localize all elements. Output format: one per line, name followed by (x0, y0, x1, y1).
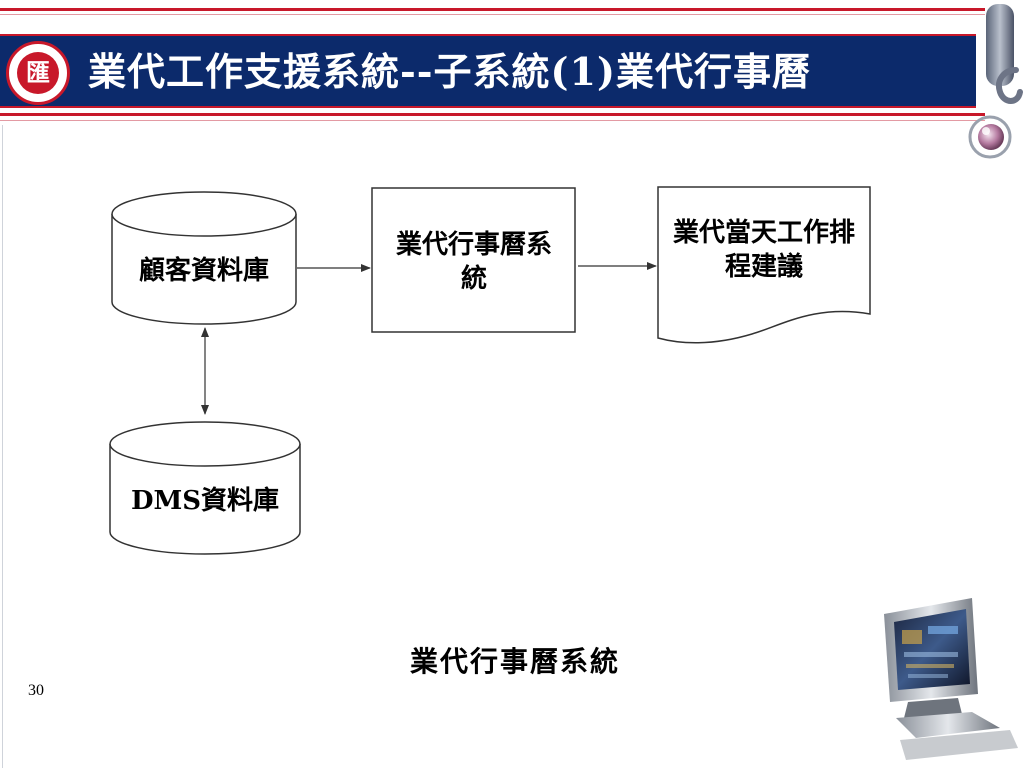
page-number: 30 (28, 682, 44, 699)
bottom-thin-stripe (0, 120, 985, 121)
schedule-doc-label: 業代當天工作排程建議 (672, 218, 855, 282)
customer-db-shape (111, 191, 297, 325)
bottom-red-stripe (0, 113, 985, 116)
title-bar: 匯 業代工作支援系統--子系統(1)業代行事曆 (0, 34, 976, 108)
calendar-system-shape (371, 187, 576, 333)
diagram-caption: 業代行事曆系統 (409, 645, 620, 678)
computer-monitor-icon (884, 598, 1018, 760)
customer-db-label: 顧客資料庫 (138, 256, 269, 286)
slide-title: 業代工作支援系統--子系統(1)業代行事曆 (88, 49, 811, 94)
bracket-ornament-icon (986, 4, 1023, 104)
logo-badge-icon: 匯 (6, 41, 70, 105)
dms-db-shape (109, 421, 301, 555)
top-red-stripe (0, 8, 985, 11)
left-margin-rule (2, 125, 3, 768)
calendar-system-label: 業代行事曆系統 (395, 230, 552, 294)
top-thin-stripe (0, 14, 985, 15)
dms-db-label: DMS資料庫 (130, 486, 280, 516)
orb-icon (968, 115, 1012, 159)
logo-text: 匯 (17, 52, 59, 94)
schedule-doc-shape (657, 186, 871, 344)
